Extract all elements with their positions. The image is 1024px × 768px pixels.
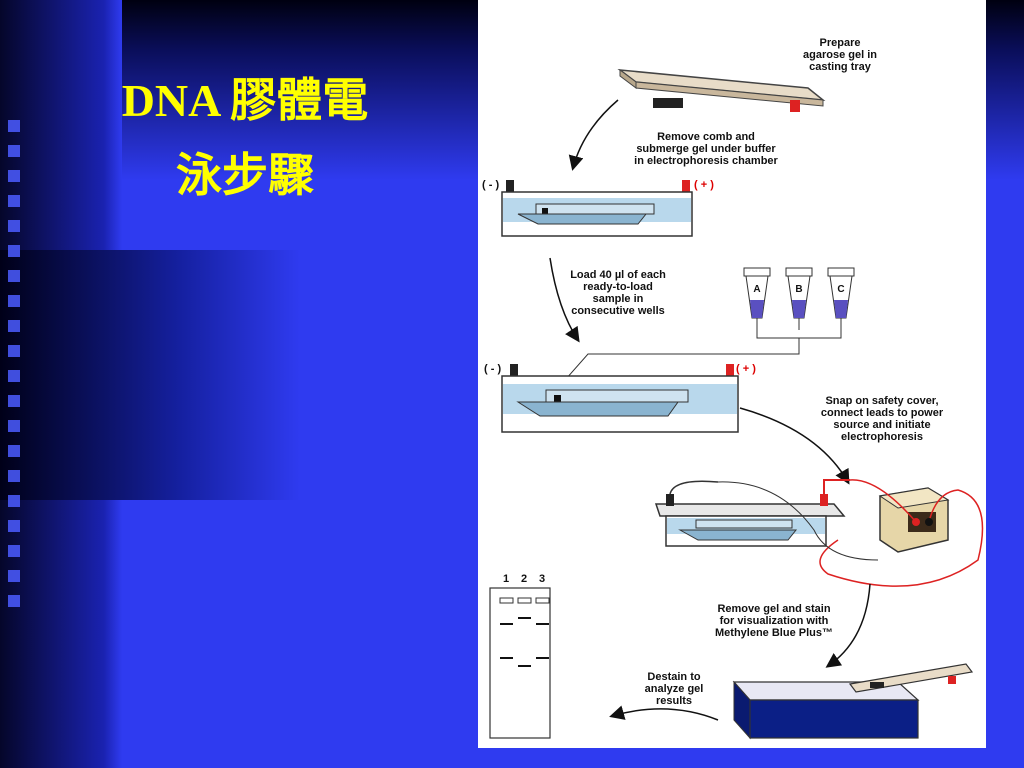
step1-line: agarose gel in bbox=[803, 49, 877, 61]
step3-line: sample in bbox=[593, 293, 644, 305]
casting-tray bbox=[617, 68, 826, 112]
negative-label: ( - ) bbox=[484, 363, 501, 375]
positive-label: ( + ) bbox=[736, 363, 756, 375]
step6-line: results bbox=[656, 695, 692, 707]
electrophoresis-chamber-1: ( - ) ( + ) bbox=[482, 179, 714, 237]
slide-title-line1: DNA 膠體電 bbox=[121, 75, 369, 126]
step4-line: connect leads to power bbox=[821, 407, 944, 419]
arrow bbox=[739, 407, 850, 485]
step5-line: Remove gel and stain bbox=[717, 603, 830, 615]
tube-c: C bbox=[827, 267, 855, 330]
background-dark-band bbox=[0, 250, 300, 500]
step1-line: casting tray bbox=[809, 61, 872, 73]
step2-line: Remove comb and bbox=[657, 131, 755, 143]
arrow bbox=[568, 99, 619, 171]
electrophoresis-chamber-2: ( - ) ( + ) bbox=[484, 363, 756, 433]
step2-label: Remove comb and submerge gel under buffe… bbox=[634, 131, 778, 167]
step4-label: Snap on safety cover, connect leads to p… bbox=[821, 395, 944, 443]
arrow bbox=[825, 583, 871, 668]
step2-line: submerge gel under buffer bbox=[636, 143, 776, 155]
step6-line: analyze gel bbox=[645, 683, 704, 695]
positive-label: ( + ) bbox=[694, 179, 714, 191]
tube-b: B bbox=[785, 267, 813, 330]
tube-label: C bbox=[837, 284, 844, 295]
tube-a: A bbox=[743, 267, 771, 330]
step3-label: Load 40 µl of each ready-to-load sample … bbox=[570, 269, 666, 317]
slide-title-line2: 泳步驟 bbox=[176, 148, 314, 202]
step3-line: Load 40 µl of each bbox=[570, 269, 666, 281]
slide-title: DNA 膠體電 泳步驟 bbox=[60, 64, 430, 212]
lane-label: 2 bbox=[521, 573, 527, 585]
arrow bbox=[549, 257, 580, 343]
arrow bbox=[609, 705, 719, 721]
step4-line: Snap on safety cover, bbox=[825, 395, 938, 407]
step4-line: source and initiate bbox=[833, 419, 930, 431]
step6-label: Destain to analyze gel results bbox=[645, 671, 704, 707]
chamber-with-power-supply bbox=[654, 479, 984, 587]
step6-line: Destain to bbox=[647, 671, 700, 683]
gel-results: 1 2 3 bbox=[489, 573, 551, 739]
step3-line: consecutive wells bbox=[571, 305, 665, 317]
step5-label: Remove gel and stain for visualization w… bbox=[715, 603, 833, 639]
step2-line: in electrophoresis chamber bbox=[634, 155, 778, 167]
step4-line: electrophoresis bbox=[841, 431, 923, 443]
step5-line: for visualization with bbox=[720, 615, 829, 627]
staining-tray bbox=[732, 663, 974, 740]
step5-line: Methylene Blue Plus™ bbox=[715, 627, 833, 639]
tube-label: A bbox=[753, 284, 760, 295]
lane-label: 3 bbox=[539, 573, 545, 585]
electrophoresis-diagram: Prepare agarose gel in casting tray Remo… bbox=[482, 37, 984, 740]
step1-line: Prepare bbox=[820, 37, 861, 49]
step3-line: ready-to-load bbox=[583, 281, 653, 293]
diagram-panel: Prepare agarose gel in casting tray Remo… bbox=[478, 0, 986, 748]
negative-label: ( - ) bbox=[482, 179, 499, 191]
sample-tubes: A B C bbox=[556, 267, 855, 390]
lane-label: 1 bbox=[503, 573, 509, 585]
decorative-squares bbox=[8, 120, 28, 620]
tube-label: B bbox=[795, 284, 802, 295]
step1-label: Prepare agarose gel in casting tray bbox=[803, 37, 877, 73]
